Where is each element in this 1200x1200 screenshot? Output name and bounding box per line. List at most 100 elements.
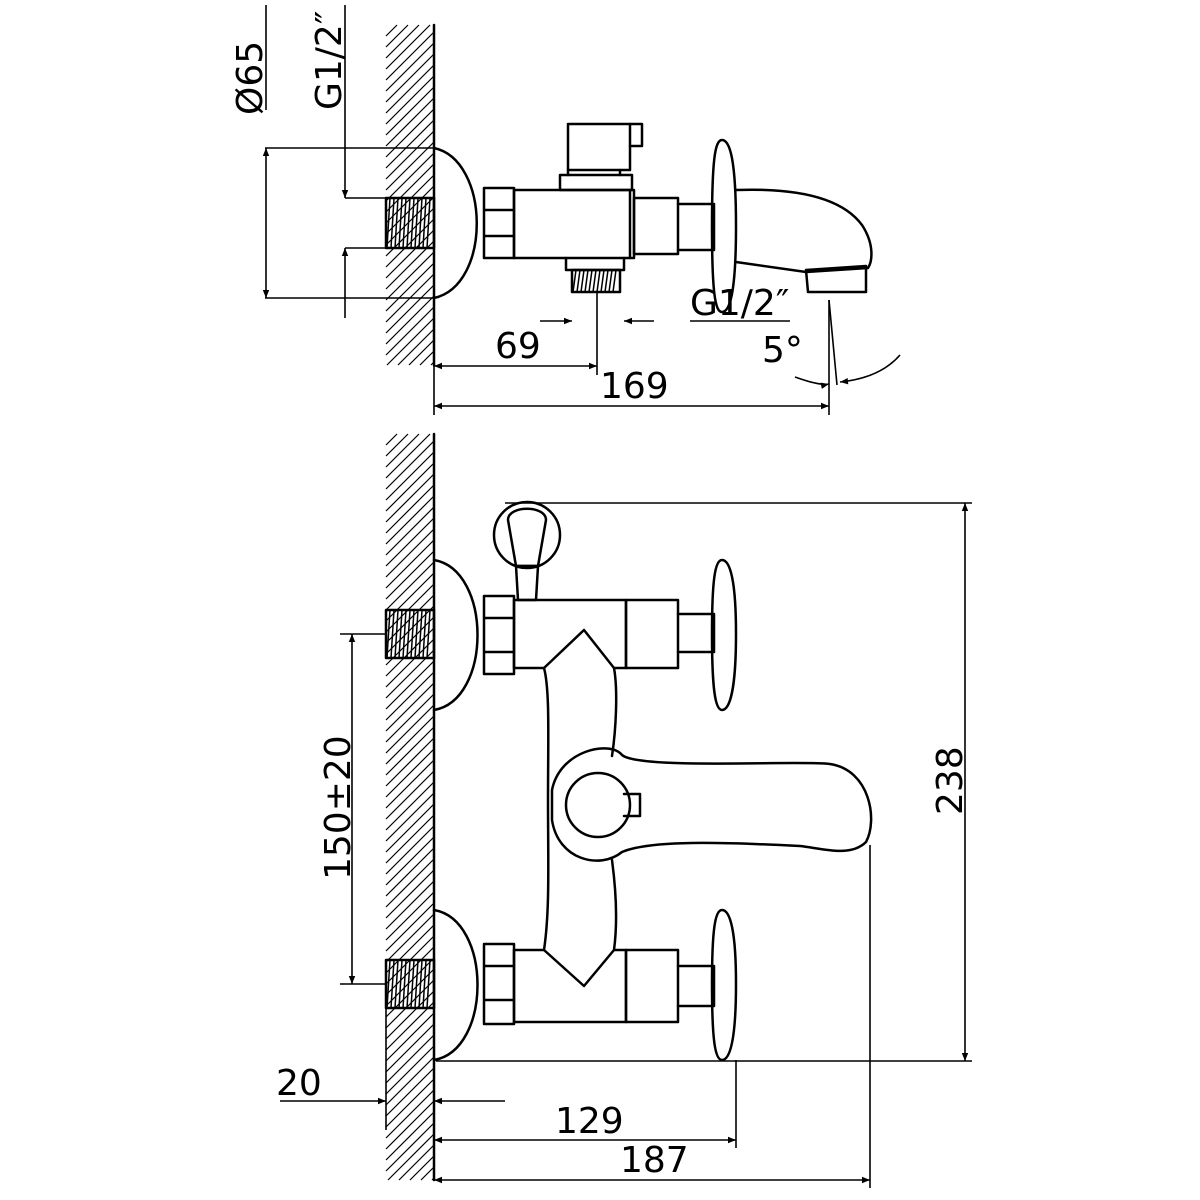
wall-hatch-line [385,902,435,952]
wall-hatch-line [385,42,435,92]
thread-line [426,609,431,659]
wall-hatch-line [385,869,435,919]
shower-holder [492,500,562,602]
wall-hatch-line [385,1089,435,1139]
wall-hatch-line [385,748,435,798]
wall-hatch-line [386,317,435,366]
wall-hatch-line [385,433,409,457]
wall-hatch-line [385,433,420,468]
thread-line [410,609,415,659]
thread-line [398,197,403,249]
wall-hatch-line [385,1034,435,1084]
valve-body-upper [512,598,628,670]
thread-line [612,269,617,293]
wall-hatch-line [385,24,431,70]
valve-body-top [512,188,636,260]
wall-hatch-line [385,506,435,556]
wall-hatch-line [385,1045,435,1095]
wall-hatch-line [385,737,435,787]
wall-hatch-line [385,484,435,534]
thread-line [402,959,407,1009]
wall-hatch-line [385,1067,435,1117]
wall-hatch-line [385,726,435,776]
valve-body-lower [512,948,628,1024]
wall-hatch-line [385,781,435,831]
thread-line [410,959,415,1009]
wall-hatch-line [385,31,435,81]
wall-hatch-line [385,451,435,501]
thread-line [418,197,423,249]
thread-line [418,609,423,659]
wall-hatch-line [385,1056,435,1106]
wall-hatch-line [385,433,431,479]
wall-hatch-line [385,770,435,820]
dimensions-front: 150±20 238 20 129 187 [276,502,972,1188]
thread-line [406,959,411,1009]
dim-diverter-offset: 69 [495,326,541,367]
handle-lower [710,908,738,1062]
wall-hatch-line [385,803,435,853]
hex-nut-top [482,186,516,260]
wall-hatch-line [385,660,435,710]
wall-hatch-line [385,229,435,279]
hose-outlet-top [564,256,626,294]
thread-line [604,269,609,293]
wall-hatch-line [385,682,435,732]
wall-hatch-line [430,361,435,366]
thread-line [588,269,593,293]
wall-hatch-line [385,814,435,864]
wall-hatch-line [385,152,435,202]
inlet-thread-top [384,196,436,250]
wall-hatch-line [385,583,435,633]
wall-hatch-line [385,218,435,268]
inlet-thread-lower [384,958,436,1010]
dim-inlet-thread: G1/2″ [309,11,350,110]
thread-line [386,609,391,659]
thread-line [414,197,419,249]
wall-hatch-line [385,836,435,886]
wall-hatch-line [385,1111,435,1161]
thread-line [426,197,431,249]
thread-line [572,269,577,293]
thread-line [422,959,427,1009]
wall-hatch-line [385,693,435,743]
thread-line [390,959,395,1009]
wall-hatch-line [385,440,435,490]
thread-line [390,609,395,659]
wall-hatch-line [385,1023,435,1073]
wall-hatch-line [385,24,398,37]
thread-line [600,269,605,293]
thread-line [418,959,423,1009]
wall-hatch-line [385,825,435,875]
wall-flange-upper [432,558,479,712]
thread-line [402,609,407,659]
wall-hatch-line [385,891,435,941]
wall-hatch-line [385,53,435,103]
dim-flange-diameter: Ø65 [230,41,271,115]
hex-nut-upper [482,594,516,676]
dim-handle-reach: 129 [555,1101,624,1142]
thread-line [402,197,407,249]
thread-line [406,197,411,249]
thread-line [394,609,399,659]
thread-line [580,269,585,293]
thread-line [608,269,613,293]
wall-hatch-line [385,671,435,721]
wall-hatch-line [385,86,435,136]
wall-hatch-line [385,24,409,48]
thread-line [394,959,399,1009]
wall-hatch-line [397,328,435,366]
thread-line [410,197,415,249]
wall-hatch-line [385,108,435,158]
dim-total-height: 238 [930,746,971,815]
thread-line [422,609,427,659]
wall-hatch-line [419,350,435,366]
wall-hatch-line [385,495,435,545]
wall-hatch-line [385,1122,435,1172]
top-view [384,23,873,367]
thread-line [406,609,411,659]
thread-line [386,959,391,1009]
dim-inlet-spacing: 150±20 [318,735,359,880]
wall-hatch-line [385,638,435,688]
